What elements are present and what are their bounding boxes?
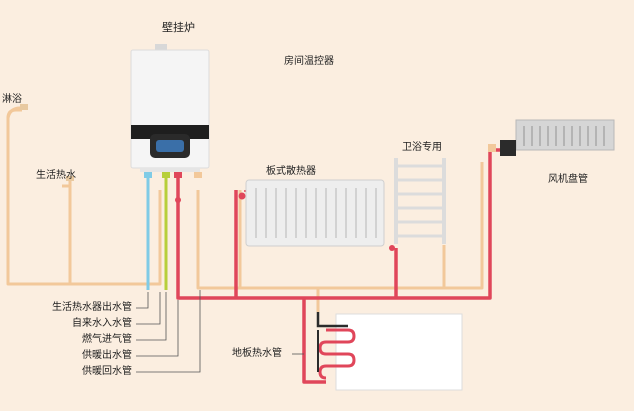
panel-radiator [238,179,385,247]
wall-boiler [130,44,210,203]
pipe-legend-leaders [136,290,304,373]
pipe-legend-heating-return: 供暖回水管 [82,366,132,377]
thermostat-label: 房间温控器 [284,56,334,67]
towel-radiator [394,158,446,244]
panel-radiator-label: 板式散热器 [266,166,316,177]
floor-heating-label: 地板热水管 [232,348,282,359]
shower-label: 淋浴 [2,94,22,105]
bathroom-radiator-label: 卫浴专用 [402,142,442,153]
boiler-label: 壁挂炉 [162,21,195,34]
boiler-control-band [131,125,209,139]
pipe-legend-gas-in: 燃气进气管 [82,334,132,345]
pipe-legend-hot-water-out: 生活热水器出水管 [52,302,132,313]
domestic-hot-water-label: 生活热水 [36,170,76,181]
shower-head [6,104,28,119]
towel-radiator-valve [389,245,395,251]
fan-coil-unit [488,119,615,156]
floor-heating-panel [316,312,463,391]
pipe-legend-heating-out: 供暖出水管 [82,350,132,361]
hot-water-faucet [62,176,74,188]
fan-coil-label: 风机盘管 [548,174,588,185]
return-pipes [6,108,484,312]
pipe-legend-tap-water-in: 自来水入水管 [72,318,132,329]
